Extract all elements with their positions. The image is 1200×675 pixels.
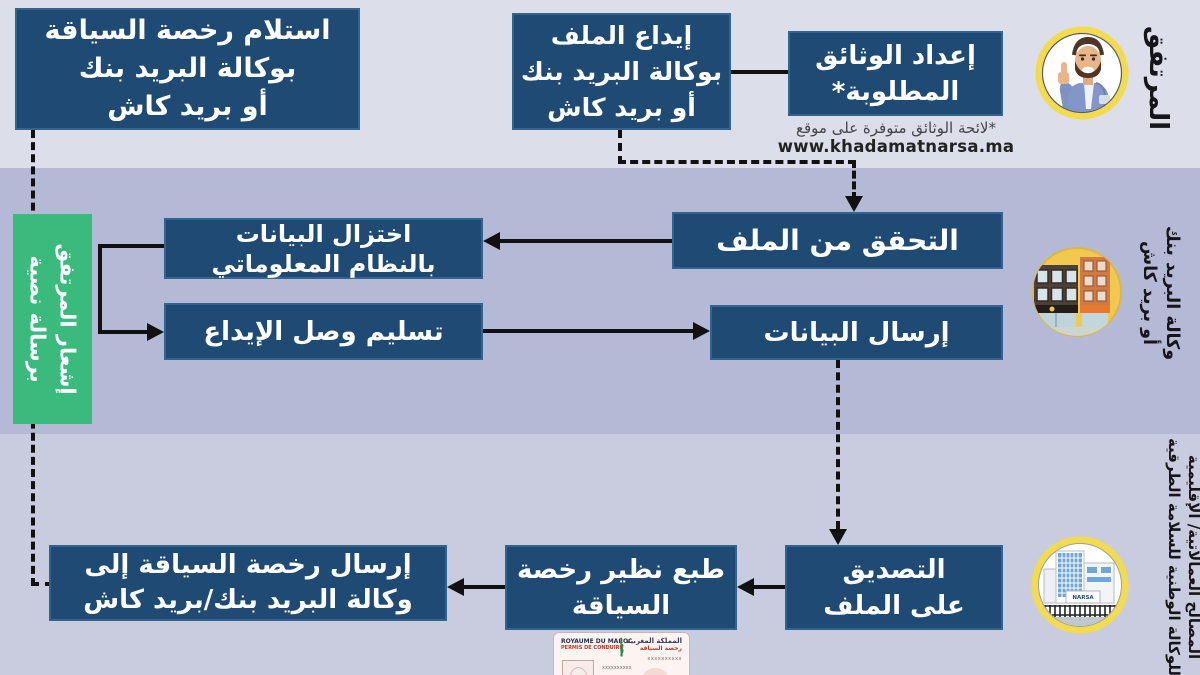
step-prepare-documents: إعداد الوثائق المطلوبة* bbox=[788, 31, 1003, 116]
arrow-into-send-data bbox=[693, 322, 710, 340]
card-ar-title: المملكة المغربية رخصة السياقة bbox=[626, 637, 682, 652]
bank-agency-icon bbox=[1032, 247, 1122, 337]
connector-deposit-across bbox=[618, 160, 856, 164]
lane-bank-band bbox=[0, 168, 1200, 434]
step-data-entry: اختزال البيانات بالنظام المعلوماتي bbox=[164, 218, 483, 279]
step-check-file: التحقق من الملف bbox=[672, 212, 1003, 269]
connector-check-to-entry bbox=[499, 239, 672, 243]
connector-entry-elbow-bottom bbox=[98, 330, 147, 334]
arrow-into-print-license bbox=[737, 578, 754, 596]
svg-text:NARSA: NARSA bbox=[1072, 595, 1094, 601]
connector-entry-elbow-top bbox=[98, 244, 164, 248]
sms-notification-text: إشعار المرتفق برسالة نصية bbox=[25, 243, 80, 395]
connector-senddata-to-certify bbox=[836, 360, 840, 529]
arrow-into-check-file bbox=[845, 196, 863, 212]
step-send-license: إرسال رخصة السياقة إلى وكالة البريد بنك/… bbox=[49, 545, 447, 621]
connector-prepare-to-deposit bbox=[731, 70, 788, 74]
connector-print-to-send bbox=[463, 585, 505, 589]
citizen-avatar-icon bbox=[1035, 26, 1129, 120]
morocco-map-icon bbox=[620, 637, 624, 657]
step-receive-license: استلام رخصة السياقة بوكالة البريد بنك أو… bbox=[15, 8, 360, 130]
step-deposit-file: إيداع الملف بوكالة البريد بنك أو بريد كا… bbox=[512, 13, 731, 130]
arrow-into-deliver-receipt bbox=[147, 323, 164, 341]
connector-entry-elbow-side bbox=[98, 244, 102, 334]
step-certify-file: التصديق على الملف bbox=[785, 545, 1003, 630]
footnote-text: *لائحة الوثائق متوفرة على موقع bbox=[796, 119, 996, 137]
documents-footnote: *لائحة الوثائق متوفرة على موقع www.khada… bbox=[776, 119, 1016, 156]
connector-receipt-to-senddata bbox=[483, 329, 693, 333]
narsa-building-icon: NARSA bbox=[1031, 536, 1129, 634]
footnote-url: www.khadamatnarsa.ma bbox=[777, 137, 1015, 156]
card-field-row: xxxxxxxxxx bbox=[602, 665, 632, 671]
arrow-into-send-license bbox=[447, 578, 464, 596]
lane-label-narsa: المصالح العمالاتية/ الإقليمية للوكالة ال… bbox=[1165, 437, 1200, 675]
step-send-data: إرسال البيانات bbox=[710, 305, 1003, 360]
photo-oval bbox=[569, 667, 588, 675]
step-deliver-receipt: تسليم وصل الإيداع bbox=[164, 303, 483, 360]
card-fr-title: ROYAUME DU MAROC PERMIS DE CONDUIRE bbox=[561, 638, 633, 651]
card-serial: xxxxxxxxxx bbox=[647, 656, 682, 662]
arrow-into-certify-file bbox=[829, 529, 847, 545]
sms-notification-note: إشعار المرتفق برسالة نصية bbox=[13, 214, 92, 424]
step-print-license: طبع نظير رخصة السياقة bbox=[505, 545, 737, 630]
lane-label-citizen: المرتفق bbox=[1143, 25, 1173, 131]
arrow-into-data-entry bbox=[483, 232, 500, 250]
photo-placeholder: Photo bbox=[562, 660, 594, 675]
connector-deposit-down bbox=[618, 130, 622, 164]
license-card-image: ROYAUME DU MAROC PERMIS DE CONDUIRE المم… bbox=[553, 632, 690, 675]
connector-certify-to-print bbox=[753, 585, 785, 589]
connector-deposit-to-check bbox=[852, 160, 856, 200]
lane-label-bank: وكالة البريد بنك أو بريد كاش bbox=[1139, 225, 1182, 361]
